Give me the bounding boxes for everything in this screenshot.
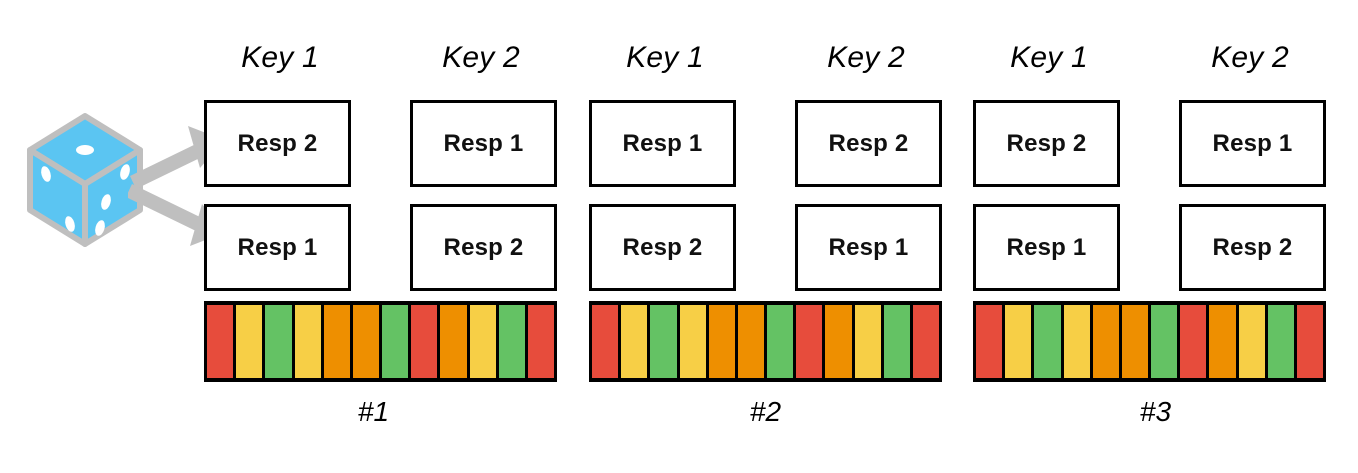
strip-segment-red xyxy=(207,305,234,378)
key-label-2: Key 2 xyxy=(1211,41,1289,74)
strip-segment-red xyxy=(1296,305,1324,378)
strip-segment-yellow xyxy=(469,305,496,378)
response-row-1: Resp 2 Resp 1 xyxy=(973,100,1326,187)
key-header-row: Key 1 Key 2 xyxy=(204,36,557,80)
strip-segment-green xyxy=(1151,305,1178,378)
strip-segment-green xyxy=(767,305,794,378)
key-label-2: Key 2 xyxy=(827,41,905,74)
response-box: Resp 2 xyxy=(973,100,1120,187)
key-label-1: Key 1 xyxy=(1010,41,1088,74)
strip-segment-orange xyxy=(440,305,467,378)
response-row-2: Resp 1 Resp 2 xyxy=(973,204,1326,291)
strip-segment-green xyxy=(1034,305,1061,378)
dice-icon xyxy=(22,110,148,250)
response-box: Resp 1 xyxy=(795,204,942,291)
strip-segment-orange xyxy=(737,305,765,378)
response-box: Resp 2 xyxy=(1179,204,1326,291)
strip-segment-yellow xyxy=(679,305,706,378)
strip-segment-yellow xyxy=(1063,305,1090,378)
strip-segment-red xyxy=(1180,305,1207,378)
sequence-group-1: Key 1 Key 2 Resp 2 Resp 1 Resp 1 Resp 2 … xyxy=(204,0,557,473)
strip-segment-green xyxy=(382,305,409,378)
strip-segment-green xyxy=(650,305,677,378)
response-box: Resp 1 xyxy=(973,204,1120,291)
strip-segment-red xyxy=(912,305,940,378)
strip-segment-yellow xyxy=(1005,305,1032,378)
response-row-2: Resp 1 Resp 2 xyxy=(204,204,557,291)
strip-segment-orange xyxy=(323,305,350,378)
strip-segment-yellow xyxy=(1238,305,1265,378)
trial-sequence-strip xyxy=(973,301,1326,382)
response-box: Resp 1 xyxy=(204,204,351,291)
strip-segment-orange xyxy=(1121,305,1149,378)
response-box: Resp 2 xyxy=(204,100,351,187)
strip-segment-red xyxy=(976,305,1003,378)
strip-segment-yellow xyxy=(854,305,881,378)
strip-segment-green xyxy=(883,305,910,378)
trial-sequence-strip xyxy=(589,301,942,382)
response-row-2: Resp 2 Resp 1 xyxy=(589,204,942,291)
key-label-1: Key 1 xyxy=(241,41,319,74)
strip-segment-green xyxy=(1267,305,1294,378)
key-header-row: Key 1 Key 2 xyxy=(589,36,942,80)
strip-segment-red xyxy=(592,305,619,378)
response-box: Resp 2 xyxy=(410,204,557,291)
sequence-group-3: Key 1 Key 2 Resp 2 Resp 1 Resp 1 Resp 2 … xyxy=(973,0,1326,473)
strip-segment-orange xyxy=(1092,305,1119,378)
group-label: #3 xyxy=(1139,396,1172,427)
group-label: #2 xyxy=(749,396,782,427)
strip-segment-yellow xyxy=(236,305,263,378)
strip-segment-green xyxy=(498,305,525,378)
trial-sequence-strip xyxy=(204,301,557,382)
response-box: Resp 2 xyxy=(795,100,942,187)
strip-segment-green xyxy=(265,305,292,378)
strip-segment-red xyxy=(411,305,438,378)
key-label-1: Key 1 xyxy=(626,41,704,74)
key-label-2: Key 2 xyxy=(442,41,520,74)
response-box: Resp 2 xyxy=(589,204,736,291)
group-label: #1 xyxy=(357,396,390,427)
strip-segment-orange xyxy=(825,305,852,378)
strip-segment-red xyxy=(527,305,555,378)
response-row-1: Resp 1 Resp 2 xyxy=(589,100,942,187)
key-header-row: Key 1 Key 2 xyxy=(973,36,1326,80)
response-row-1: Resp 2 Resp 1 xyxy=(204,100,557,187)
strip-segment-orange xyxy=(352,305,380,378)
strip-segment-yellow xyxy=(294,305,321,378)
sequence-group-2: Key 1 Key 2 Resp 1 Resp 2 Resp 2 Resp 1 … xyxy=(589,0,942,473)
strip-segment-orange xyxy=(1209,305,1236,378)
strip-segment-orange xyxy=(708,305,735,378)
response-box: Resp 1 xyxy=(410,100,557,187)
response-box: Resp 1 xyxy=(1179,100,1326,187)
response-box: Resp 1 xyxy=(589,100,736,187)
strip-segment-red xyxy=(796,305,823,378)
strip-segment-yellow xyxy=(621,305,648,378)
